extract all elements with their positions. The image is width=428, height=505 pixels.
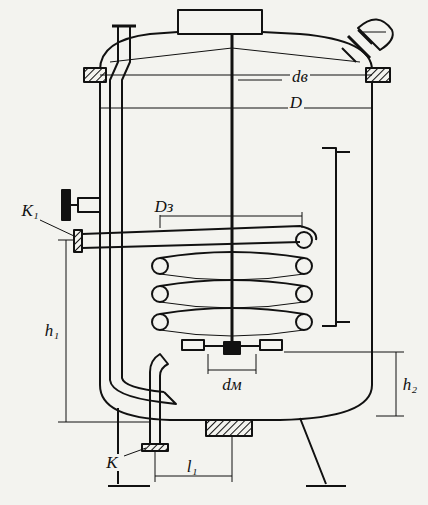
dimension-label: dм: [220, 376, 243, 393]
level-gauge: [322, 148, 350, 326]
coil-pipe: [74, 226, 316, 252]
vessel-shell: [100, 82, 372, 420]
sight-nozzle: [342, 19, 393, 62]
top-head: [100, 32, 372, 70]
manhole-neck: [178, 10, 262, 34]
callout-label: K₁: [19, 202, 40, 219]
dip-pipe: [110, 26, 176, 404]
dimension-label: h₂: [401, 376, 419, 393]
heat-exchange-coil: [152, 232, 312, 336]
dimension-label: Dз: [153, 198, 176, 215]
dimension-label: h₁: [43, 322, 61, 339]
agitator: [182, 340, 282, 354]
side-valve: [62, 190, 100, 220]
stirrer-shaft: [231, 34, 234, 352]
inlet-pipe: [142, 354, 168, 451]
leg: [300, 418, 346, 486]
dimension-label: dв: [290, 68, 310, 85]
callout-label: K: [104, 454, 119, 471]
dimension-label: l₁: [185, 458, 200, 475]
dimension-label: D: [288, 94, 304, 111]
bottom-nozzle: [206, 420, 252, 436]
